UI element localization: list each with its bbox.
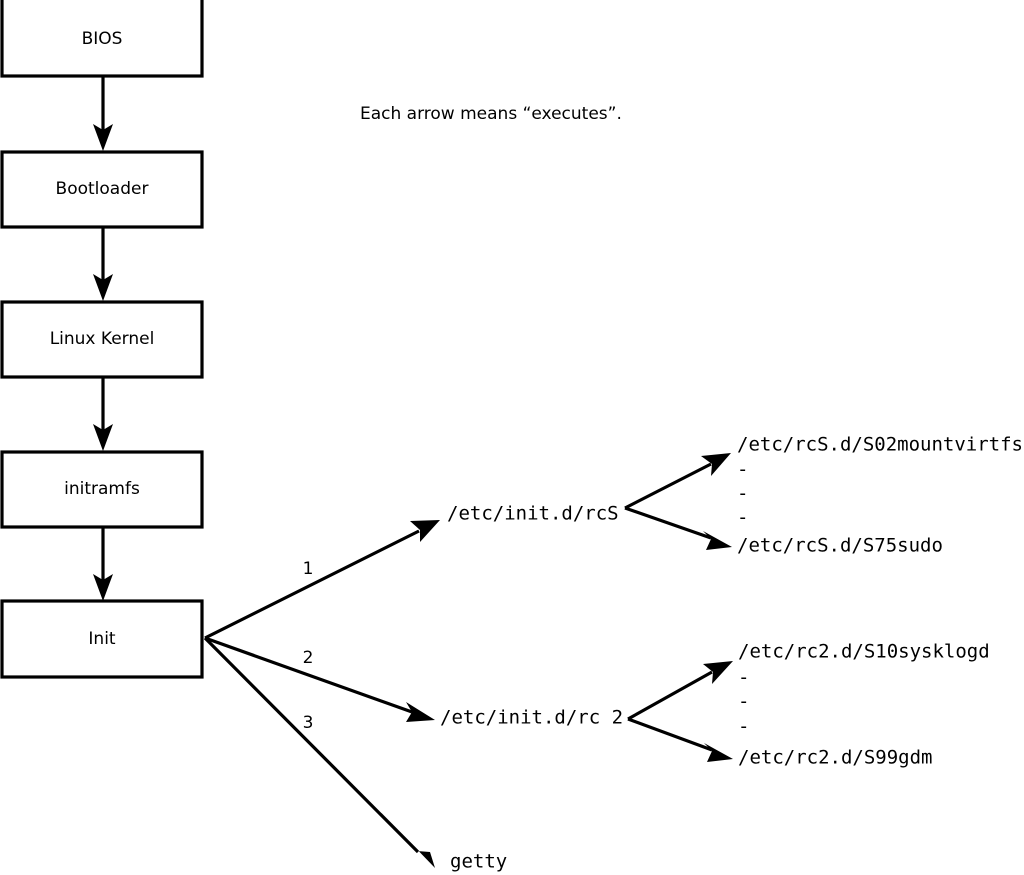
arrow-initramfs-to-init (93, 527, 113, 601)
node-bios-rect[interactable] (0, 0, 204, 78)
node-init[interactable]: Init (0, 599, 204, 679)
init-branch-labels: 1 2 3 (303, 559, 314, 733)
arrow-init-branch-1 (204, 520, 440, 640)
branch-targets: /etc/init.d/rcS /etc/init.d/rc 2 getty (440, 503, 623, 873)
rc2-ellipsis-2: - (738, 691, 749, 713)
branch-label-1: 1 (303, 559, 314, 579)
target-rc2[interactable]: /etc/init.d/rc 2 (440, 707, 623, 729)
diagram-caption: Each arrow means “executes”. (360, 104, 622, 124)
node-bios[interactable]: BIOS (0, 0, 204, 78)
rc2-subtree-arrows (627, 661, 733, 762)
rcs-script-list: /etc/rcS.d/S02mountvirtfs - - - /etc/rcS… (737, 434, 1023, 557)
arrow-rc2-to-first (627, 661, 733, 721)
rcs-ellipsis-1: - (737, 459, 748, 481)
rc2-script-list: /etc/rc2.d/S10sysklogd - - - /etc/rc2.d/… (738, 641, 990, 769)
rc2-ellipsis-1: - (738, 667, 749, 689)
target-rcs[interactable]: /etc/init.d/rcS (447, 503, 619, 525)
rcs-script-first[interactable]: /etc/rcS.d/S02mountvirtfs (737, 434, 1023, 456)
node-initramfs-label: initramfs (64, 479, 140, 499)
arrow-rc2-to-last (627, 717, 733, 762)
rc2-ellipsis-3: - (738, 716, 749, 738)
arrow-rcs-to-last (624, 506, 732, 550)
node-bootloader-label: Bootloader (56, 179, 149, 199)
branch-label-3: 3 (303, 713, 314, 733)
arrow-bios-to-bootloader (93, 76, 113, 151)
rc2-script-last[interactable]: /etc/rc2.d/S99gdm (738, 747, 932, 769)
target-getty[interactable]: getty (450, 851, 507, 873)
node-initramfs[interactable]: initramfs (0, 450, 204, 529)
node-init-label: Init (88, 629, 116, 649)
node-kernel-label: Linux Kernel (50, 329, 155, 349)
node-kernel[interactable]: Linux Kernel (0, 300, 204, 379)
arrow-init-branch-2 (204, 636, 435, 722)
arrow-rcs-to-first (624, 453, 731, 510)
rcs-ellipsis-2: - (737, 483, 748, 505)
node-init-rect[interactable] (0, 599, 204, 679)
rcs-script-last[interactable]: /etc/rcS.d/S75sudo (737, 535, 943, 557)
arrow-bootloader-to-kernel (93, 227, 113, 301)
node-bootloader[interactable]: Bootloader (0, 150, 204, 229)
rc2-script-first[interactable]: /etc/rc2.d/S10sysklogd (738, 641, 990, 663)
branch-label-2: 2 (303, 648, 314, 668)
rcs-ellipsis-3: - (737, 507, 748, 529)
init-branch-arrows (203, 520, 440, 868)
boot-chain-group: BIOS Bootloader Linux Kernel initramfs I… (0, 0, 204, 679)
arrow-kernel-to-initramfs (93, 377, 113, 451)
arrow-init-branch-3 (203, 636, 435, 868)
node-kernel-rect[interactable] (0, 300, 204, 379)
node-bios-label: BIOS (82, 29, 123, 49)
rcs-subtree-arrows (624, 453, 732, 550)
boot-chain-arrows (93, 76, 113, 601)
